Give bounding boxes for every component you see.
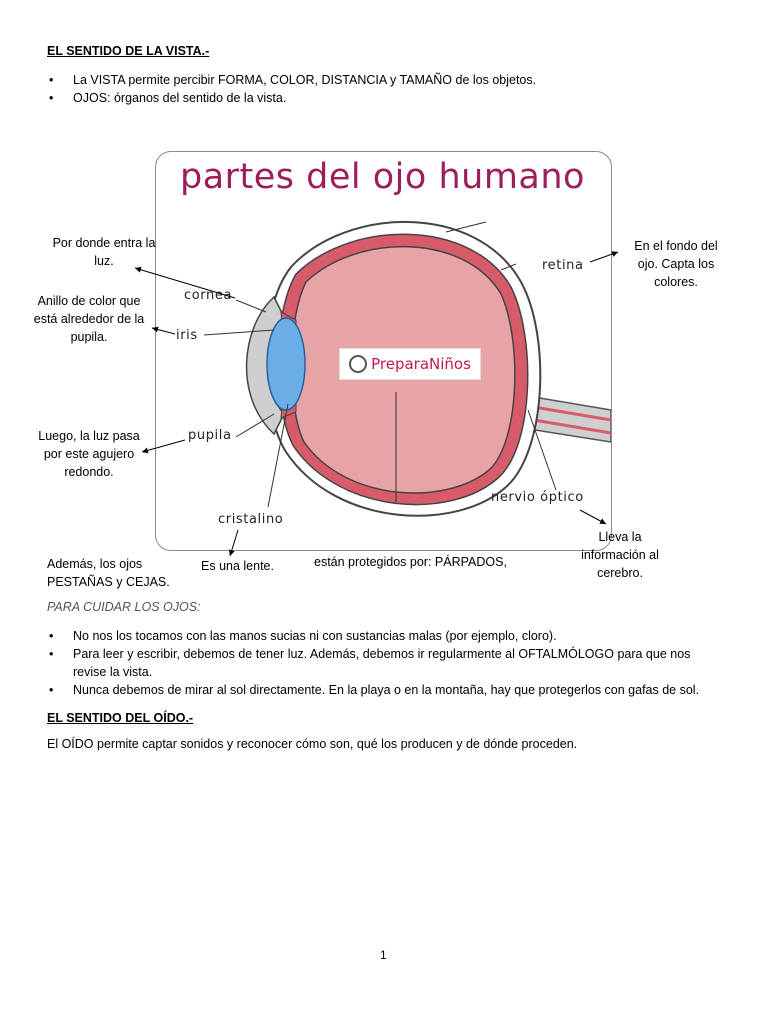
- list-item: •Para leer y escribir, debemos de tener …: [49, 647, 691, 679]
- oido-heading: EL SENTIDO DEL OÍDO.-: [47, 711, 194, 725]
- pointer-line-sclera: [445, 221, 487, 233]
- note-iris: Anillo de color que está alrededor de la…: [33, 294, 145, 344]
- lens-shape: [266, 317, 306, 411]
- note-cornea: Por donde entra la luz.: [52, 236, 156, 268]
- list-item: •No nos los tocamos con las manos sucias…: [49, 629, 557, 643]
- cuidar-bullet-list: •No nos los tocamos con las manos sucias…: [47, 627, 723, 699]
- note-nervio: Lleva la información al cerebro.: [581, 530, 659, 580]
- pointer-line-retina: [500, 263, 517, 271]
- pointer-line-cristalino: [267, 403, 289, 508]
- page-number: 1: [380, 948, 387, 962]
- clock-icon: [349, 355, 368, 373]
- eye-diagram-figure: partes del ojo humano cornea iris pupila…: [155, 151, 612, 551]
- preparaninos-logo: PreparaNiños: [339, 348, 481, 380]
- cuidar-heading: PARA CUIDAR LOS OJOS:: [47, 600, 201, 614]
- list-item: •OJOS: órganos del sentido de la vista.: [49, 91, 287, 105]
- pointer-line-cornea: [235, 299, 267, 313]
- list-item: •Nunca debemos de mirar al sol directame…: [49, 683, 700, 697]
- bullet-icon: •: [49, 73, 54, 87]
- label-iris: iris: [176, 328, 198, 343]
- proteccion-parpados: están protegidos por: PÁRPADOS,: [314, 555, 507, 569]
- pointer-line-iris: [203, 329, 275, 336]
- proteccion-line-1: Además, los ojos: [47, 557, 143, 571]
- label-pupila: pupila: [188, 428, 232, 443]
- pointer-line-nervio: [527, 409, 557, 491]
- proteccion-text: Además, los ojos PESTAÑAS y CEJAS.: [47, 555, 170, 591]
- pointer-line-pupila: [235, 413, 275, 438]
- label-nervio-optico: nervio óptico: [491, 490, 584, 505]
- label-cornea: cornea: [184, 288, 233, 303]
- label-cristalino: cristalino: [218, 512, 284, 527]
- note-retina: En el fondo del ojo. Capta los colores.: [634, 239, 718, 289]
- vista-heading: EL SENTIDO DE LA VISTA.-: [47, 44, 210, 58]
- figure-title: partes del ojo humano: [180, 157, 585, 197]
- proteccion-line-2: PESTAÑAS y CEJAS.: [47, 575, 170, 589]
- note-cristalino: Es una lente.: [201, 559, 274, 573]
- label-retina: retina: [542, 258, 584, 273]
- bullet-icon: •: [49, 91, 54, 105]
- oido-text: El OÍDO permite captar sonidos y reconoc…: [47, 737, 578, 751]
- bullet-icon: •: [49, 629, 54, 643]
- bullet-icon: •: [49, 647, 54, 661]
- note-pupila: Luego, la luz pasa por este agujero redo…: [38, 429, 140, 479]
- list-item: •La VISTA permite percibir FORMA, COLOR,…: [49, 73, 537, 87]
- vista-bullet-list: •La VISTA permite percibir FORMA, COLOR,…: [47, 71, 727, 107]
- bullet-icon: •: [49, 683, 54, 697]
